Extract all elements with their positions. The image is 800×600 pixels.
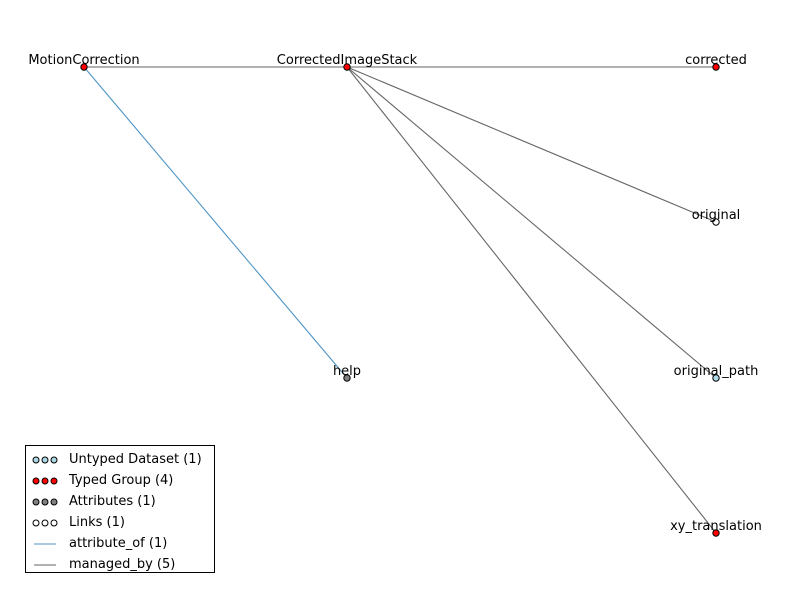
- legend-marker: [50, 477, 58, 484]
- edge-attribute_of-motion-help: [83, 66, 348, 379]
- edge-managed_by-cis-original_path: [346, 66, 717, 379]
- legend-label: Untyped Dataset (1): [69, 452, 202, 467]
- node-motion: [80, 63, 88, 71]
- legend-marker: [50, 456, 58, 463]
- legend-label: managed_by (5): [69, 557, 176, 572]
- edges-layer: [83, 66, 717, 534]
- legend-marker: [50, 519, 58, 526]
- legend-marker: [41, 477, 49, 484]
- nodes-layer: [80, 63, 720, 537]
- legend-swatch-managed_by: [34, 563, 56, 566]
- node-label-original_path: original_path: [674, 364, 759, 379]
- node-help: [343, 374, 351, 382]
- legend-marker: [32, 498, 40, 505]
- legend-swatch-untyped_dataset: [32, 456, 58, 463]
- labels-layer: MotionCorrection CorrectedImageStack corre…: [28, 53, 762, 534]
- legend-marker: [41, 456, 49, 463]
- legend-marker: [41, 498, 49, 505]
- node-label-cis: CorrectedImageStack: [277, 53, 418, 68]
- legend-swatch-typed_group: [32, 477, 58, 484]
- legend-swatch-links: [32, 519, 58, 526]
- legend-marker: [32, 519, 40, 526]
- legend-item-attribute_of: attribute_of (1): [26, 533, 214, 554]
- node-label-motion: MotionCorrection: [28, 53, 139, 68]
- node-original: [712, 218, 720, 226]
- legend-label: attribute_of (1): [69, 536, 168, 551]
- edge-managed_by-cis-original: [346, 66, 717, 223]
- node-cis: [343, 63, 351, 71]
- legend-label: Typed Group (4): [69, 473, 174, 488]
- node-label-help: help: [333, 364, 361, 379]
- legend-item-managed_by: managed_by (5): [26, 554, 214, 575]
- node-label-original: original: [692, 208, 741, 223]
- legend-item-typed_group: Typed Group (4): [26, 470, 214, 491]
- legend: Untyped Dataset (1) Typed Group (4) Attrib…: [25, 445, 215, 573]
- legend-swatch-attributes: [32, 498, 58, 505]
- legend-item-untyped_dataset: Untyped Dataset (1): [26, 449, 214, 470]
- legend-item-attributes: Attributes (1): [26, 491, 214, 512]
- node-label-corrected: corrected: [685, 53, 747, 68]
- legend-marker: [32, 477, 40, 484]
- node-corrected: [712, 63, 720, 71]
- edge-managed_by-cis-xy_translation: [346, 66, 717, 534]
- legend-marker: [32, 456, 40, 463]
- legend-swatch-attribute_of: [34, 542, 56, 545]
- legend-marker: [41, 519, 49, 526]
- legend-label: Links (1): [69, 515, 125, 530]
- legend-label: Attributes (1): [69, 494, 156, 509]
- legend-item-links: Links (1): [26, 512, 214, 533]
- node-xy_translation: [712, 529, 720, 537]
- node-original_path: [712, 374, 720, 382]
- node-label-xy_translation: xy_translation: [670, 519, 762, 534]
- legend-marker: [50, 498, 58, 505]
